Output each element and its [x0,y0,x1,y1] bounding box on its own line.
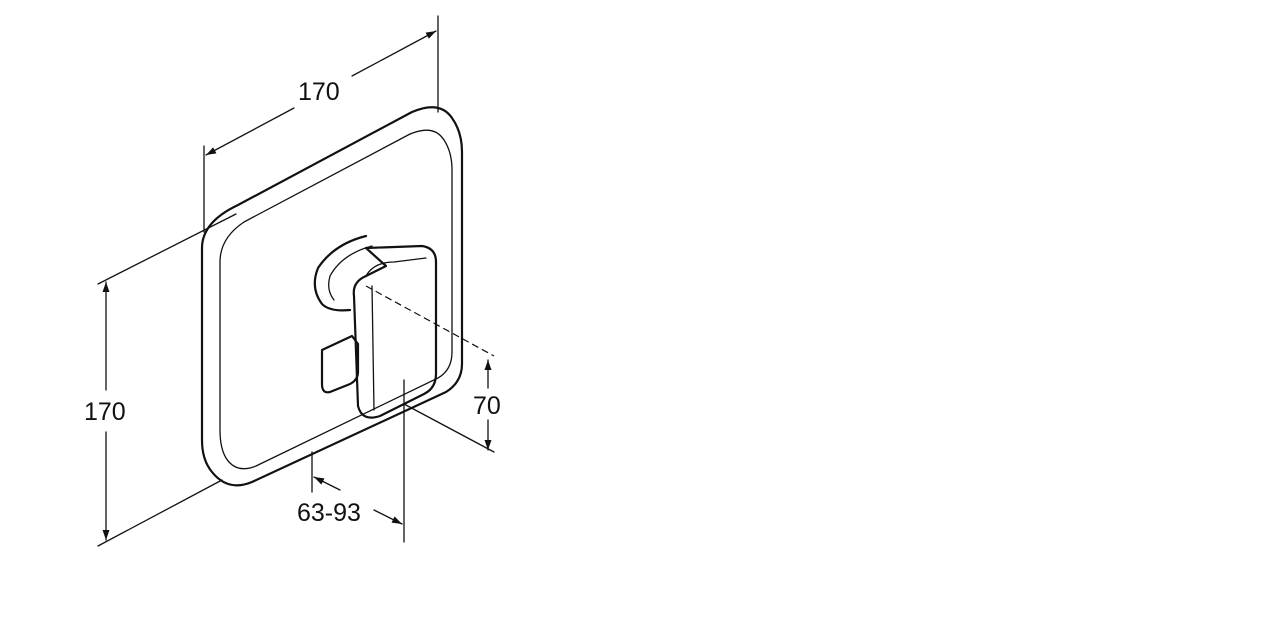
plate-front-face [219,129,453,470]
handle-lever-top [365,257,427,277]
handle-hub-ring [328,245,373,301]
dimension-label-height: 170 [84,398,126,426]
dimension-line-projection-a [313,476,341,491]
wall-plate [200,106,464,487]
extension-line-height-top [97,213,237,285]
dimension-label-top-width: 170 [298,78,340,106]
dimension-handle-height: 70 [403,359,501,453]
plate-outer-outline [200,106,464,487]
dimension-projection: 63-93 [297,379,405,543]
handle-hub [313,234,368,312]
extension-line-height-bottom [97,479,223,547]
dimension-top-width: 170 [203,15,439,233]
center-axis-line [365,285,495,357]
handle-lever [352,244,438,419]
dimension-label-handle-height: 70 [473,392,501,420]
dimension-line-top-a [205,107,295,156]
dimension-line-projection-b [373,509,403,525]
extension-line-handle-bottom [403,403,495,453]
handle-lever-edge [371,285,375,411]
lever-handle [313,234,438,419]
dimension-height: 170 [84,213,237,547]
handle-tab [320,334,360,394]
dimension-label-projection: 63-93 [297,499,361,527]
dimension-line-top-b [351,30,437,77]
